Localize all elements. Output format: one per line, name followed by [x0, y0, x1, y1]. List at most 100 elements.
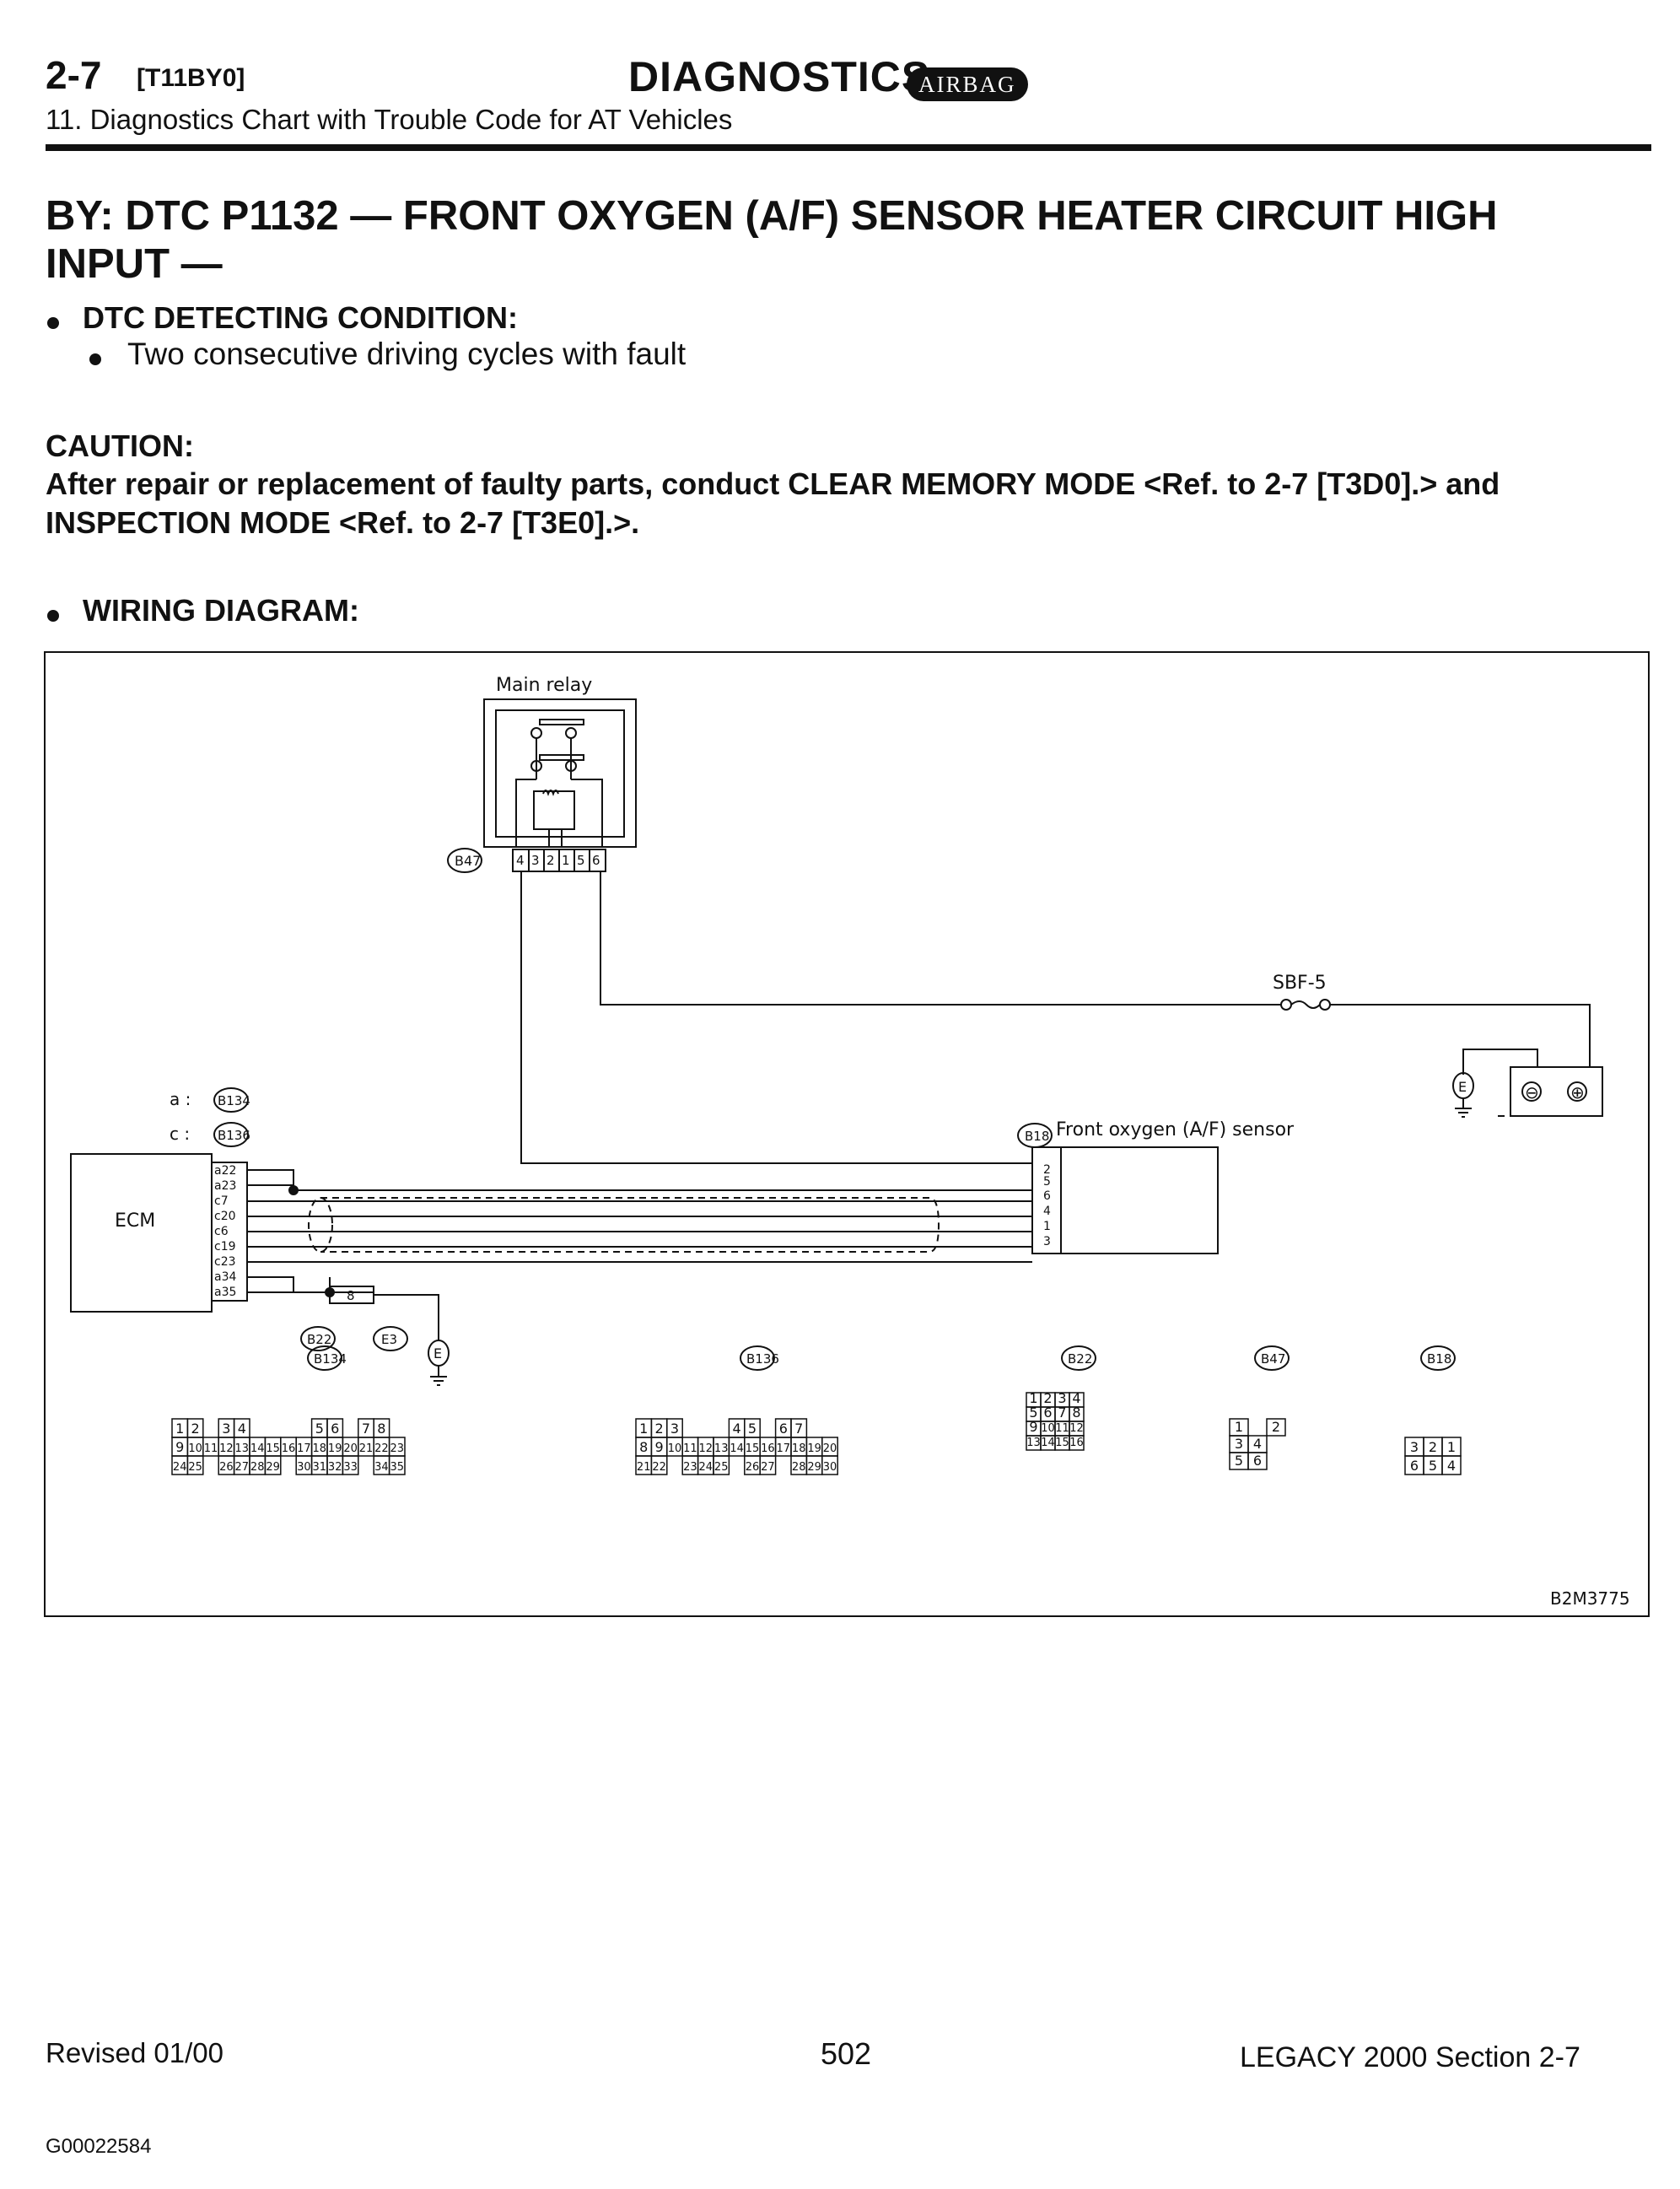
connector-badge-label: B47: [1261, 1351, 1285, 1367]
battery-positive-icon: ⊕: [1570, 1082, 1585, 1103]
connector-pin-number: 26: [219, 1461, 234, 1474]
ecm-pin: c19: [214, 1240, 236, 1254]
connector-pin-number: 12: [1069, 1422, 1084, 1435]
ecm-pin: c7: [214, 1194, 229, 1208]
connector-pin-number: 28: [792, 1461, 806, 1474]
connector-badge-icon: [1254, 1345, 1290, 1371]
connector-pin-number: 11: [683, 1442, 697, 1455]
ecm-box: [70, 1153, 213, 1313]
battery-negative-icon: ⊖: [1525, 1082, 1539, 1103]
sensor-pin-labels: 2 5 6 4 1 3: [1043, 1163, 1051, 1248]
ecm-pin: c20: [214, 1210, 236, 1223]
connector-pin-number: 7: [1058, 1405, 1066, 1421]
battery-ground-icon: [1452, 1072, 1474, 1118]
ecm-connector-a-label: a :: [170, 1089, 191, 1109]
joint-pin-label: 8: [347, 1288, 355, 1303]
connector-pin-number: 5: [315, 1421, 324, 1437]
front-oxygen-sensor-box: [1060, 1146, 1219, 1254]
connector-pin-number: 8: [1072, 1405, 1080, 1421]
connector-pin-number: 34: [374, 1461, 389, 1474]
detecting-condition-label: DTC DETECTING CONDITION:: [83, 300, 518, 335]
section-code: [T11BY0]: [137, 64, 245, 92]
bullet-icon: [89, 353, 101, 365]
relay-connector-badge: B47: [447, 848, 482, 873]
connector-cell: [342, 1455, 359, 1475]
connector-cell: [1247, 1452, 1268, 1470]
connector-pin-number: 6: [1043, 1405, 1052, 1421]
connector-pin-number: 12: [219, 1442, 234, 1455]
connector-pin-number: 30: [297, 1461, 311, 1474]
connector-pin-number: 24: [699, 1461, 713, 1474]
sensor-pin: 4: [1043, 1205, 1051, 1218]
ground-connector-badge: E3: [373, 1326, 408, 1351]
connector-pin-number: 15: [266, 1442, 280, 1455]
page-subtitle: 11. Diagnostics Chart with Trouble Code …: [46, 104, 733, 135]
connector-pin-number: 4: [1072, 1390, 1080, 1406]
connector-pin-number: 31: [313, 1461, 327, 1474]
connector-cell: [759, 1455, 777, 1475]
relay-pin: 3: [531, 853, 540, 868]
wire-relay-to-sensor: [520, 871, 1033, 1164]
connector-pin-number: 5: [1029, 1405, 1037, 1421]
connector-pin-number: 9: [1029, 1419, 1037, 1435]
connector-pin-number: 17: [777, 1442, 791, 1455]
connector-pin-number: 18: [792, 1442, 806, 1455]
dtc-title: BY: DTC P1132 — FRONT OXYGEN (A/F) SENSO…: [46, 193, 1498, 287]
connector-badge-label: B22: [1068, 1351, 1092, 1367]
relay-pin: 5: [577, 853, 585, 868]
ecm-pin-labels: a22 a23 c7 c20 c6 c19 c23 a34 a35: [214, 1164, 236, 1299]
connector-pin-number: 3: [670, 1421, 679, 1437]
connector-pin-number: 2: [1429, 1439, 1437, 1455]
connector-pin-number: 3: [1235, 1436, 1243, 1452]
connector-pin-number: 13: [1026, 1437, 1041, 1449]
bullet-icon: [47, 317, 59, 329]
connector-pin-number: 3: [222, 1421, 230, 1437]
main-relay-icon: [483, 698, 637, 872]
ground-symbol: E: [433, 1345, 442, 1361]
document-id: G00022584: [46, 2135, 152, 2158]
connector-badge-icon: [307, 1345, 342, 1371]
connector-pin-number: 2: [655, 1421, 664, 1437]
connector-badge-label: B18: [1427, 1351, 1451, 1367]
ecm-pin: c23: [214, 1255, 236, 1269]
svg-text:B47: B47: [455, 853, 481, 869]
connector-pin-number: 19: [807, 1442, 821, 1455]
ground-symbol: E: [1458, 1079, 1467, 1095]
connector-pin-number: 4: [733, 1421, 741, 1437]
relay-pin: 4: [516, 853, 525, 868]
joint-connector-badge: B22: [300, 1326, 336, 1351]
connector-pin-number: 7: [794, 1421, 803, 1437]
connector-pin-number: 14: [1041, 1437, 1055, 1449]
connector-pin-number: 27: [235, 1461, 250, 1474]
sensor-pin: 5: [1043, 1175, 1051, 1189]
connector-pin-number: 4: [1253, 1436, 1262, 1452]
connector-pin-number: 23: [683, 1461, 697, 1474]
connector-pin-number: 8: [377, 1421, 385, 1437]
connector-pin-number: 15: [746, 1442, 760, 1455]
connector-pin-number: 16: [282, 1442, 296, 1455]
relay-pin: 2: [547, 853, 555, 868]
wire-relay-to-fuse: [600, 871, 1281, 1006]
sensor-pin: 2: [1043, 1163, 1051, 1177]
connector-pin-number: 32: [328, 1461, 342, 1474]
connector-pin-number: 8: [639, 1439, 648, 1455]
svg-text:B134: B134: [218, 1093, 250, 1108]
caution-text: After repair or replacement of faulty pa…: [46, 466, 1500, 540]
connector-pin-number: 3: [1410, 1439, 1419, 1455]
connector-pin-number: 13: [714, 1442, 729, 1455]
header-rule: [46, 144, 1651, 151]
connector-cell: [186, 1455, 204, 1475]
connector-pin-number: 2: [1043, 1390, 1052, 1406]
connector-pin-number: 1: [1447, 1439, 1456, 1455]
connector-pin-number: 9: [175, 1439, 184, 1455]
figure-id: B2M3775: [1550, 1588, 1630, 1609]
connector-pin-number: 35: [390, 1461, 405, 1474]
connector-pin-number: 15: [1055, 1437, 1069, 1449]
ecm-connector-a-badge: B134: [213, 1087, 250, 1113]
connector-pin-number: 4: [1447, 1458, 1456, 1474]
connector-pin-number: 6: [1253, 1453, 1262, 1469]
ecm-label: ECM: [115, 1210, 155, 1232]
connector-cell: [821, 1455, 838, 1475]
